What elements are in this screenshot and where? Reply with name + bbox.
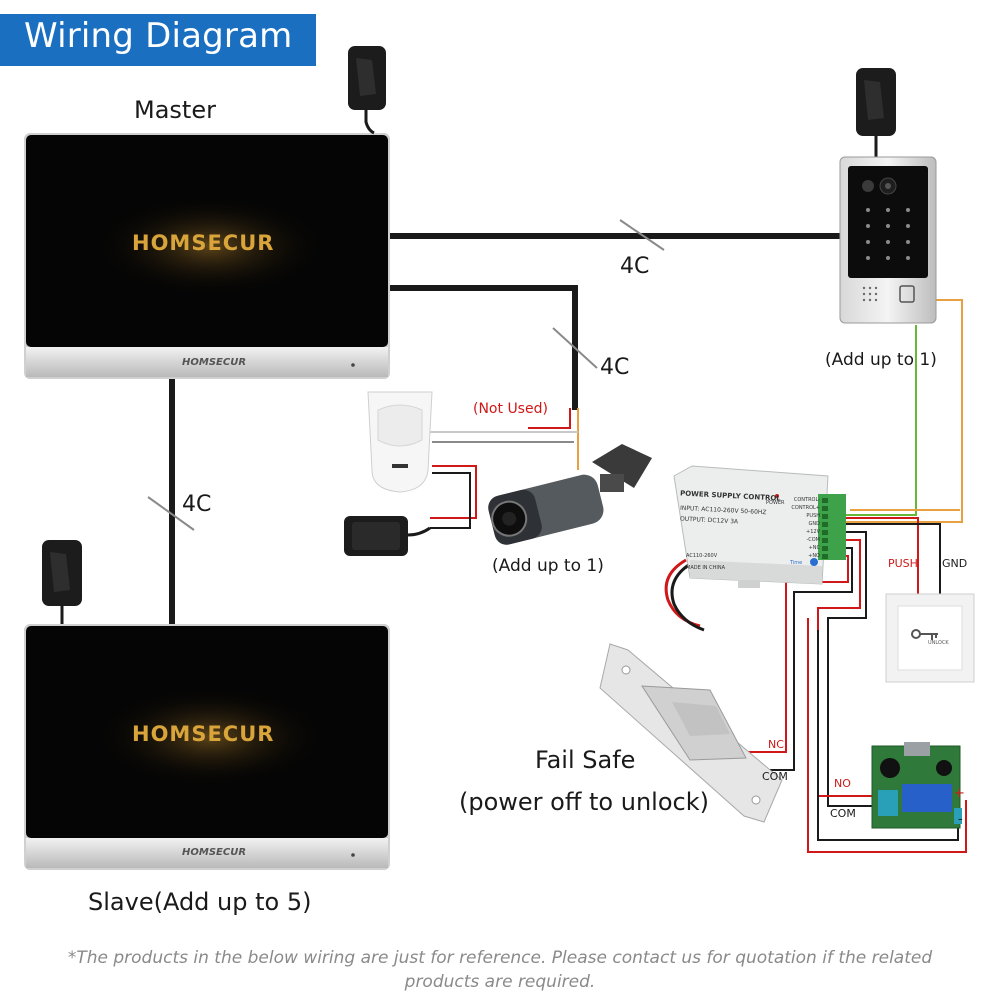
exit-button <box>885 593 975 683</box>
lock-label-subtitle: (power off to unlock) <box>459 788 709 816</box>
bullet-camera <box>488 444 652 545</box>
psu-ac-wires <box>664 558 705 632</box>
master-bezel-brand: HOMSECUR <box>182 357 247 368</box>
power-supply-controller <box>673 465 846 588</box>
cables-4c <box>169 233 842 625</box>
wire-label-minus: - <box>958 812 963 827</box>
door-station <box>839 156 937 324</box>
power-adapter-master <box>348 46 386 135</box>
slave-brand-logo: HOMSECUR <box>132 722 275 746</box>
cable-label-slave: 4C <box>182 492 212 517</box>
psu-terminal: GND <box>808 521 820 527</box>
power-adapter-slave <box>42 540 82 624</box>
wire-label-gnd: GND <box>942 557 968 570</box>
page-title: Wiring Diagram <box>24 16 293 56</box>
psu-terminal: PUSH <box>806 513 820 519</box>
wire-label-plus: + <box>954 786 965 801</box>
footnote: *The products in the below wiring are ju… <box>67 948 933 992</box>
psu-terminal: -COM <box>806 537 820 543</box>
exit-button-label: UNLOCK <box>928 640 949 646</box>
psu-terminal: +NC <box>808 545 820 551</box>
psu-time-label: Time <box>790 560 803 566</box>
power-adapter-camera <box>344 516 431 556</box>
psu-terminal: CONTROL+ <box>791 505 820 511</box>
psu-terminal: CONTROL- <box>793 497 820 503</box>
title-banner <box>0 14 316 66</box>
pir-detector <box>367 391 433 493</box>
slave-monitor <box>24 624 390 870</box>
power-adapter-door <box>856 68 896 158</box>
psu-terminal: +NO <box>808 553 820 559</box>
wire-label-nc: NC <box>768 738 784 751</box>
slave-label: Slave(Add up to 5) <box>88 888 312 916</box>
camera-wires <box>430 408 579 529</box>
cable-master-camera <box>388 285 578 410</box>
cable-slash-marks <box>147 219 665 531</box>
master-monitor <box>24 133 390 379</box>
wire-label-com-lock: COM <box>762 770 788 783</box>
cable-label-camera: 4C <box>600 355 630 380</box>
slave-bezel-brand: HOMSECUR <box>182 847 247 858</box>
psu-power-led-label: POWER <box>766 500 785 506</box>
wire-label-push: PUSH <box>888 557 918 570</box>
cable-label-door: 4C <box>620 254 650 279</box>
master-brand-logo: HOMSECUR <box>132 231 275 255</box>
fail-safe-lock <box>599 643 783 823</box>
not-used-label: (Not Used) <box>473 401 548 417</box>
camera-note: (Add up to 1) <box>492 556 604 576</box>
psu-ac-label: AC110-260V <box>686 553 718 559</box>
psu-output-wires <box>736 517 967 853</box>
lock-label-title: Fail Safe <box>535 746 636 774</box>
wire-label-com-relay: COM <box>830 807 856 820</box>
master-label: Master <box>134 96 216 124</box>
relay-module <box>871 742 962 829</box>
wire-label-no: NO <box>834 777 851 790</box>
door-station-note: (Add up to 1) <box>825 350 937 370</box>
psu-made-in: MADE IN CHINA <box>686 565 726 571</box>
door-station-wires <box>844 299 963 523</box>
psu-terminal-labels: CONTROL- CONTROL+ PUSH GND +12V -COM +NC… <box>786 496 820 560</box>
psu-terminal: +12V <box>806 529 820 535</box>
